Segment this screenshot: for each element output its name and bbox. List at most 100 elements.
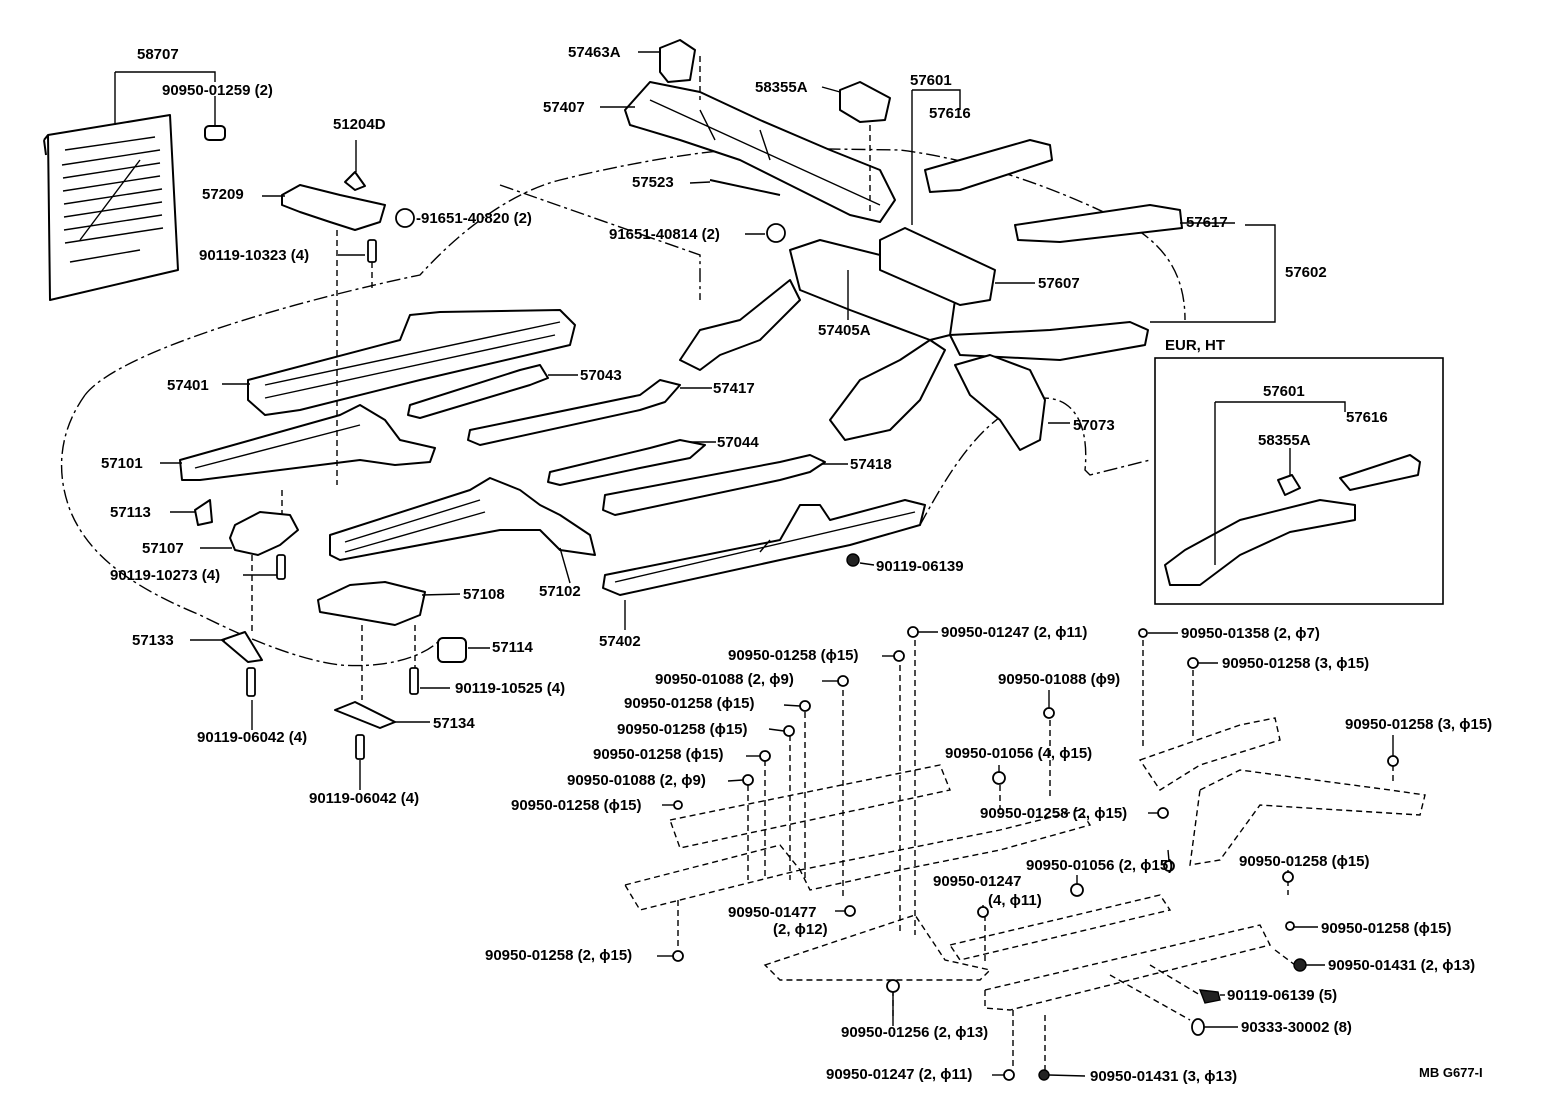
frame-left-rail (669, 764, 951, 849)
callout-57417: 57417 (713, 380, 755, 397)
crossmember-57407 (624, 81, 896, 223)
callout-90950-01431-b: 90950-01431 (3, ϕ13) (1090, 1068, 1238, 1085)
callout-90119-06042-a: 90119-06042 (4) (197, 729, 308, 746)
inset-rail (1164, 499, 1356, 586)
inset-box (1154, 357, 1444, 605)
callout-51204D: 51204D (333, 116, 386, 133)
callout-57133: 57133 (132, 632, 174, 649)
callout-90950-01258-i: 90950-01258 (ϕ15) (1239, 853, 1370, 870)
body-outline-lower (60, 394, 441, 667)
callout-90950-01258-b: 90950-01258 (3, ϕ15) (1222, 655, 1370, 672)
diagram-code: MB G677-I (1419, 1065, 1483, 1080)
callout-90950-01056-b: 90950-01056 (2, ϕ15) (1026, 857, 1174, 874)
bracket-57133 (221, 631, 263, 663)
callout-90950-01258-e: 90950-01258 (ϕ15) (617, 721, 748, 738)
clip-51204D (344, 171, 366, 191)
callout-57402: 57402 (599, 633, 641, 650)
callout-57101: 57101 (101, 455, 143, 472)
callout-90950-01258-d: 90950-01258 (3, ϕ15) (1345, 716, 1493, 733)
callout-57107: 57107 (142, 540, 184, 557)
plate-57113 (194, 499, 213, 526)
callout-58707: 58707 (137, 46, 179, 63)
callout-90950-01247-b-qty: (4, ϕ11) (988, 892, 1042, 909)
rail-57101 (179, 404, 436, 481)
callout-90119-10323: 90119-10323 (4) (199, 247, 310, 264)
callout-90950-01258-h: 90950-01258 (2, ϕ15) (980, 805, 1128, 822)
roof-outline (499, 184, 701, 300)
callout-90950-01258-c: 90950-01258 (ϕ15) (624, 695, 755, 712)
callout-90119-06042-b: 90119-06042 (4) (309, 790, 420, 807)
rear-rail-left (679, 279, 801, 371)
callout-90950-01088-c: 90950-01088 (2, ϕ9) (567, 772, 706, 789)
callout-57401: 57401 (167, 377, 209, 394)
frame-cross-1 (948, 894, 1172, 961)
callout-90333-30002: 90333-30002 (8) (1241, 1019, 1352, 1036)
variant-note: EUR, HT (1165, 337, 1225, 354)
leader-lines (114, 51, 1346, 790)
callout-90119-10525: 90119-10525 (4) (455, 680, 566, 697)
member-57044 (547, 439, 706, 486)
frame-floor-pan (984, 924, 1272, 1011)
bracket-57209 (281, 184, 386, 231)
callout-57102: 57102 (539, 583, 581, 600)
callout-58355A-inset: 58355A (1258, 432, 1311, 449)
callout-57073: 57073 (1073, 417, 1115, 434)
callout-90950-01247-b: 90950-01247 (933, 873, 1022, 890)
pad-57114 (437, 637, 467, 663)
callout-57601-inset: 57601 (1263, 383, 1305, 400)
bracket-57463A (659, 39, 696, 83)
member-57617 (1014, 204, 1183, 243)
callout-90950-01256: 90950-01256 (2, ϕ13) (841, 1024, 989, 1041)
member-57417 (467, 379, 681, 446)
callout-57418: 57418 (850, 456, 892, 473)
callout-90950-01477-qty: (2, ϕ12) (773, 921, 828, 938)
crossmember-57607 (879, 227, 996, 306)
callout-57043: 57043 (580, 367, 622, 384)
callout-57114: 57114 (492, 639, 533, 656)
callout-90950-01258-j: 90950-01258 (ϕ15) (1321, 920, 1452, 937)
callout-90950-01259: 90950-01259 (2) (162, 82, 273, 99)
callout-90950-01358: 90950-01358 (2, ϕ7) (1181, 625, 1320, 642)
callout-90950-01258-g: 90950-01258 (ϕ15) (511, 797, 642, 814)
panel-57073 (954, 354, 1046, 451)
callout-90119-10273: 90119-10273 (4) (110, 567, 221, 584)
fasteners (246, 239, 1399, 1081)
callout-90950-01477: 90950-01477 (728, 904, 817, 921)
callout-90950-01431-a: 90950-01431 (2, ϕ13) (1328, 957, 1476, 974)
callout-57607: 57607 (1038, 275, 1080, 292)
frame-center (798, 809, 1092, 891)
rail-57602 (949, 321, 1149, 361)
frame-right-rail (1189, 769, 1426, 866)
callout-91651-40814: 91651-40814 (2) (609, 226, 720, 243)
callout-57407: 57407 (543, 99, 585, 116)
mount-57107 (229, 511, 299, 556)
callout-57463A: 57463A (568, 44, 621, 61)
callout-57616-inset: 57616 (1346, 409, 1388, 426)
callout-90950-01258-f: 90950-01258 (ϕ15) (593, 746, 724, 763)
callout-57602: 57602 (1285, 264, 1327, 281)
callout-57601: 57601 (910, 72, 952, 89)
member-57418 (602, 454, 826, 516)
bolt-b-marker-2 (766, 223, 786, 243)
frame-rear-floor (763, 914, 992, 981)
callout-57134: 57134 (433, 715, 475, 732)
callout-90950-01258-a: 90950-01258 (ϕ15) (728, 647, 859, 664)
fastener-leaders (657, 631, 1394, 1077)
rear-rail-right (829, 339, 946, 441)
callout-57617: 57617 (1186, 214, 1228, 231)
callout-90950-01247-a: 90950-01247 (2, ϕ11) (941, 624, 1088, 641)
inset-bracket-58355A (1277, 474, 1301, 496)
callout-90950-01258-k: 90950-01258 (2, ϕ15) (485, 947, 633, 964)
rod-57523 (709, 179, 781, 196)
label-sheet-58707 (43, 114, 179, 301)
callout-90950-01088-b: 90950-01088 (ϕ9) (998, 671, 1121, 688)
inset-member-57616 (1339, 454, 1421, 491)
bracket-58355A (839, 81, 891, 123)
callout-57523: 57523 (632, 174, 674, 191)
member-57616 (924, 139, 1053, 193)
callout-58355A: 58355A (755, 79, 808, 96)
frame-right-upper (1138, 717, 1281, 791)
callout-90119-06139: 90119-06139 (876, 558, 964, 575)
